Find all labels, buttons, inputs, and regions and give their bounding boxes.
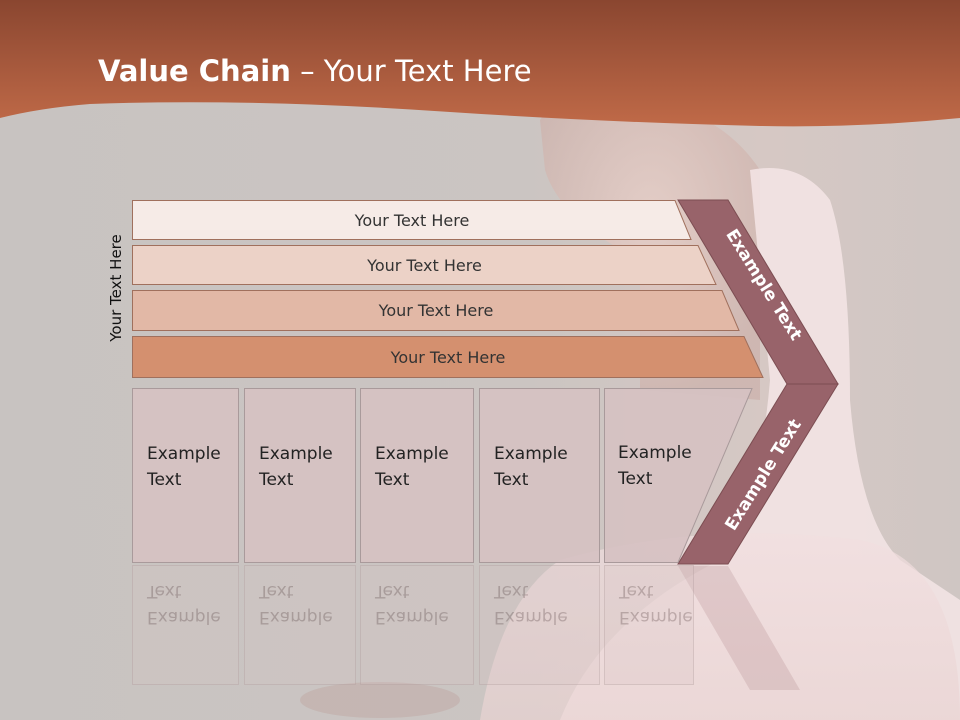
bar-2-label: Your Text Here [367, 255, 482, 275]
example-box-3[interactable]: Example Text [360, 388, 474, 563]
example-box-2[interactable]: Example Text [244, 388, 356, 563]
example-box-1-label: Example Text [147, 444, 221, 490]
bar-2[interactable]: Your Text Here [132, 245, 717, 285]
reflection-label-2: Example Text [259, 581, 333, 627]
bar-4-label: Your Text Here [390, 347, 506, 367]
reflection-label-3: Example Text [375, 581, 449, 627]
example-box-3-label: Example Text [375, 444, 449, 490]
bar-1[interactable]: Your Text Here [132, 200, 692, 240]
box-reflection-1: Example Text [132, 565, 239, 685]
bar-1-label: Your Text Here [354, 210, 470, 230]
example-box-1[interactable]: Example Text [132, 388, 239, 563]
title-rest: – Your Text Here [290, 54, 532, 88]
reflection-label-1: Example Text [147, 581, 221, 627]
page-title: Value Chain – Your Text Here [98, 54, 532, 88]
title-bold: Value Chain [98, 54, 291, 88]
header-banner [0, 0, 960, 127]
example-box-5[interactable]: Example Text [604, 388, 764, 563]
box-reflection-3: Example Text [360, 565, 474, 685]
box-reflection-5: Example Text [604, 565, 694, 685]
reflection-label-4: Example Text [494, 581, 568, 627]
example-box-2-label: Example Text [259, 444, 333, 490]
box-reflection-2: Example Text [244, 565, 356, 685]
box-reflection-4: Example Text [479, 565, 600, 685]
bar-3[interactable]: Your Text Here [132, 290, 740, 331]
example-box-4[interactable]: Example Text [479, 388, 600, 563]
chevron-bottom [677, 383, 839, 565]
reflection-label-5: Example Text [619, 581, 693, 627]
example-box-5-label: Example Text [618, 443, 692, 489]
chevron-reflection [678, 566, 800, 690]
example-box-4-label: Example Text [494, 444, 568, 490]
bar-4[interactable]: Your Text Here [132, 336, 764, 378]
bar-3-label: Your Text Here [378, 300, 494, 320]
